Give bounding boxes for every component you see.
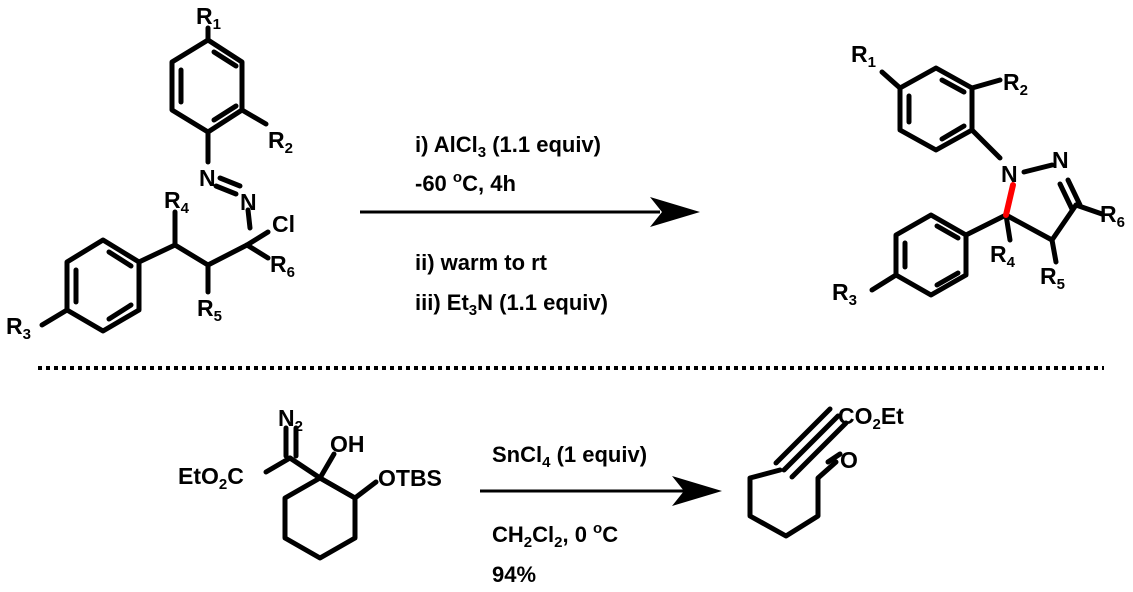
bottom-condition-solvent: CH2Cl2, 0 oC [492, 520, 618, 551]
reactant-cl-label: Cl [272, 211, 295, 237]
reactant-r1-label: R1 [196, 3, 221, 33]
bottom-product: CO2Et O [747, 403, 904, 539]
bottom-conditions: SnCl4 (1 equiv) CH2Cl2, 0 oC 94% [492, 442, 647, 587]
bottom-product-aldehyde-label: O [840, 447, 858, 473]
reactant-r3-label: R3 [6, 313, 31, 343]
bottom-hydroxyl-label: OH [330, 431, 365, 457]
bottom-diazo-label: N2 [278, 405, 303, 435]
reactant-r4-label: R4 [164, 187, 190, 217]
reactant-lower-aryl-ring [39, 237, 142, 334]
reactant-r5-label: R5 [197, 295, 222, 325]
top-condition-step3: iii) Et3N (1.1 equiv) [415, 290, 608, 319]
top-condition-step2: ii) warm to rt [415, 250, 548, 275]
top-condition-step1: i) AlCl3 (1.1 equiv) [415, 132, 601, 161]
reactant-azo-group [213, 175, 253, 231]
reactant-upper-aryl-ring [169, 25, 269, 165]
product-upper-aryl-ring [879, 65, 1003, 161]
reactant-carbon-chain [136, 209, 271, 295]
top-conditions: i) AlCl3 (1.1 equiv) -60 oC, 4h ii) warm… [415, 132, 608, 319]
bottom-condition-reagent: SnCl4 (1 equiv) [492, 442, 647, 471]
product-lower-aryl-ring [869, 212, 969, 298]
bottom-reactant: N2 OH EtO2C OTBS [178, 405, 442, 561]
top-condition-temperature: -60 oC, 4h [415, 169, 516, 196]
product-n1-label: N [1001, 161, 1018, 187]
product-r5-label: R5 [1040, 263, 1065, 293]
bottom-otbs-label: OTBS [378, 465, 442, 491]
product-r2-label: R2 [1003, 69, 1028, 99]
top-reactant: R1 R2 N N R4 Cl R6 R5 R3 [6, 3, 295, 343]
product-r4-label: R4 [990, 241, 1016, 271]
bottom-product-ester-label: CO2Et [838, 403, 904, 433]
bottom-condition-yield: 94% [492, 562, 536, 587]
product-n2-label: N [1052, 147, 1069, 173]
top-reaction-arrow [360, 197, 700, 227]
reactant-r6-label: R6 [270, 251, 295, 281]
reactant-r2-label: R2 [268, 127, 293, 157]
product-r3-label: R3 [832, 279, 857, 309]
product-new-bond-highlight [1003, 182, 1016, 218]
product-r1-label: R1 [851, 41, 876, 71]
bottom-reaction-arrow [480, 476, 722, 506]
product-r6-label: R6 [1100, 201, 1125, 231]
top-product: R1 R2 N N R6 R4 R5 R3 [832, 41, 1125, 309]
reactant-azo-n1-label: N [199, 165, 216, 191]
bottom-ester-label: EtO2C [178, 463, 244, 493]
reactant-azo-n2-label: N [240, 189, 257, 215]
product-pyrazoline-ring [963, 162, 1105, 265]
